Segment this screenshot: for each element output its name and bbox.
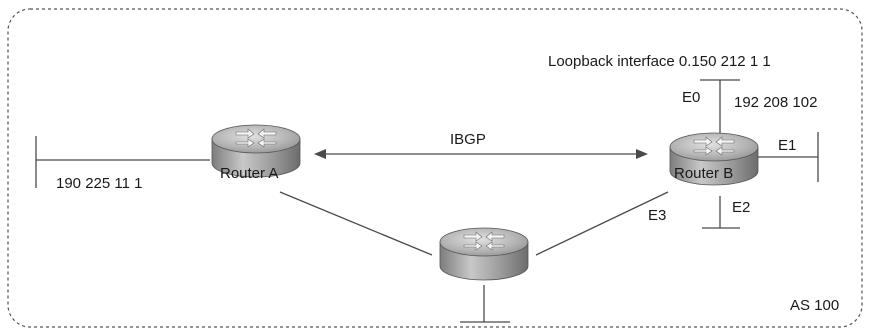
router-a: Router A xyxy=(211,124,301,182)
e3-label: E3 xyxy=(648,207,666,224)
router-a-label: Router A xyxy=(220,165,278,182)
router-a-network-label: 190 225 11 1 xyxy=(56,175,142,192)
ibgp-label: IBGP xyxy=(450,131,486,148)
e0-label: E0 xyxy=(682,89,700,106)
ibgp-arrow xyxy=(314,149,648,159)
router-b-label: Router B xyxy=(674,165,733,182)
router-b-network-label: 192 208 102 xyxy=(734,94,817,111)
router-b: Router B xyxy=(669,132,759,186)
e2-label: E2 xyxy=(732,199,750,216)
router-c xyxy=(439,227,529,281)
router-a-network-segment xyxy=(35,136,210,188)
e1-label: E1 xyxy=(778,137,796,154)
router-c-segment xyxy=(460,285,510,323)
link-a-to-c xyxy=(279,191,433,256)
router-icon xyxy=(439,227,529,281)
router-b-e2-segment xyxy=(702,196,740,229)
as-boundary xyxy=(7,8,863,328)
router-b-e1-segment xyxy=(758,132,819,182)
link-b-to-c xyxy=(535,191,669,256)
as-label: AS 100 xyxy=(790,297,839,314)
loopback-label: Loopback interface 0.150 212 1 1 xyxy=(548,53,771,70)
